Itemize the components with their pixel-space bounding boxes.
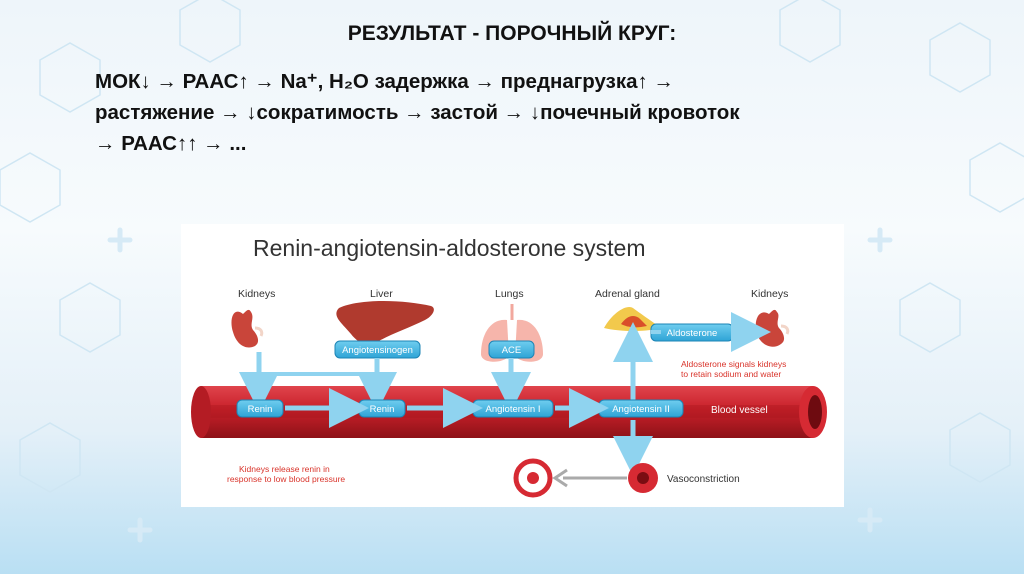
renin-box-2: Renin (358, 399, 406, 418)
kidneys-note-line-2: response to low blood pressure (227, 474, 345, 484)
body-line: МОК↓ → РААС↑ → Na⁺, H₂O задержка → предн… (95, 70, 674, 93)
renin-label-2: Renin (370, 404, 395, 415)
angiotensin-1-label: Angiotensin I (486, 404, 541, 415)
angiotensin-2-label: Angiotensin II (612, 404, 670, 415)
normal-vessel-icon (513, 458, 553, 498)
constricted-vessel-icon (628, 463, 658, 493)
angiotensin-1-box: Angiotensin I (472, 399, 554, 418)
aldosterone-label: Aldosterone (667, 328, 718, 339)
arrowhead-left-icon (552, 468, 568, 488)
aldosterone-note-line-1: Aldosterone signals kidneys (681, 359, 786, 369)
angiotensin-2-box: Angiotensin II (598, 399, 684, 418)
organ-label-kidneys-left: Kidneys (238, 288, 275, 300)
angiotensinogen-label: Angiotensinogen (342, 345, 413, 356)
blood-vessel-label: Blood vessel (711, 405, 768, 416)
kidney-left-icon (231, 309, 264, 348)
kidney-right-icon (755, 309, 790, 347)
figure-title: Renin-angiotensin-aldosterone system (253, 235, 646, 261)
body-line: → РААС↑↑ → ... (95, 132, 247, 155)
aldosterone-box: Aldosterone (650, 323, 734, 342)
renin-label-1: Renin (248, 404, 273, 415)
ace-box: ACE (488, 340, 535, 359)
slide-title: РЕЗУЛЬТАТ - ПОРОЧНЫЙ КРУГ: (347, 22, 677, 45)
organ-label-liver: Liver (370, 288, 393, 300)
kidneys-note-line-1: Kidneys release renin in (239, 464, 330, 474)
angiotensinogen-box: Angiotensinogen (334, 340, 421, 359)
raas-diagram: Renin-angiotensin-aldosterone system Kid… (181, 224, 844, 507)
aldosterone-note-line-2: to retain sodium and water (681, 369, 781, 379)
ace-label: ACE (502, 345, 522, 356)
liver-icon (336, 301, 434, 345)
renin-box-1: Renin (236, 399, 284, 418)
organ-label-kidneys-right: Kidneys (751, 288, 788, 300)
organ-label-adrenal: Adrenal gland (595, 288, 660, 300)
body-line: растяжение → ↓сократимость → застой → ↓п… (95, 101, 740, 124)
vasoconstriction-label: Vasoconstriction (667, 474, 740, 485)
slide-body: МОК↓ → РААС↑ → Na⁺, H₂O задержка → предн… (95, 66, 975, 159)
organ-label-lungs: Lungs (495, 288, 524, 300)
